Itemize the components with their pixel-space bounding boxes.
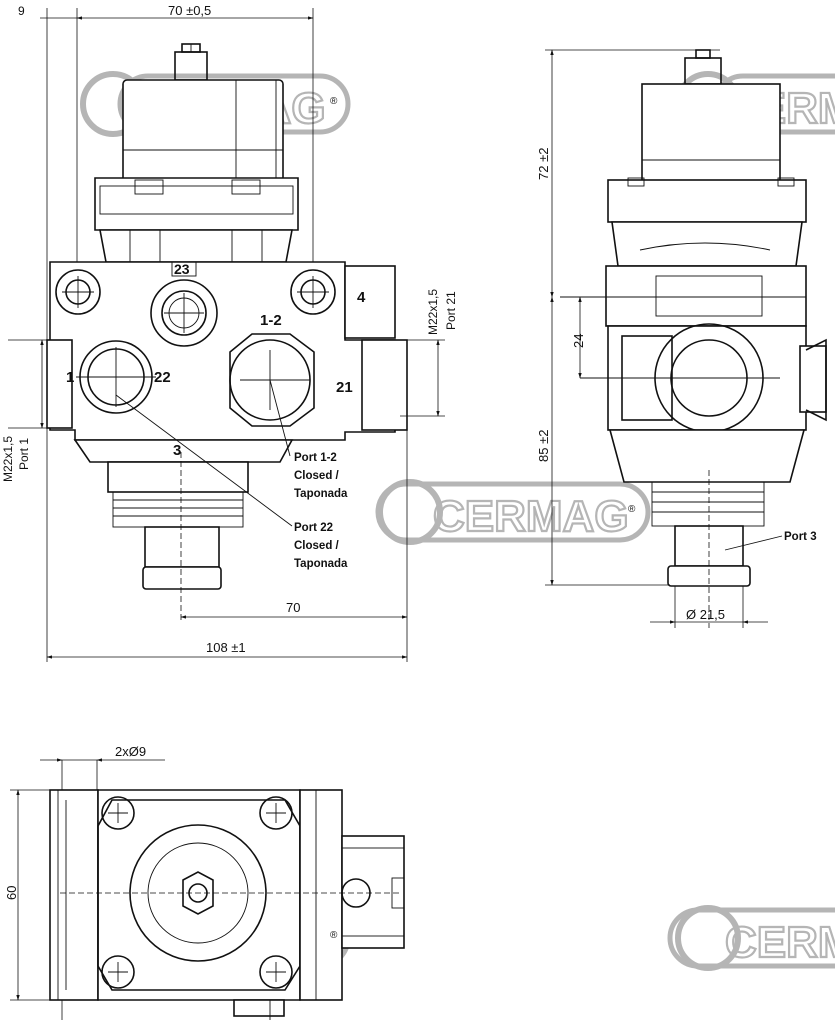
callout-port-22-title: Port 22 [294,522,333,534]
dim-side-mid: 24 [571,334,586,348]
port-label-21: 21 [336,379,353,396]
watermark-logo-bottom-right: CERMAG [667,905,835,971]
svg-text:CERMAG: CERMAG [433,492,629,541]
port-label-22: 22 [154,369,171,386]
callout-port-1-2-closed: Closed / [294,470,340,482]
watermark-logo-center: CERMAG [375,479,651,545]
screw-bottom-left [101,955,135,989]
registered-mark-top: ® [330,96,338,107]
dim-bottom-width: 108 ±1 [206,640,246,655]
registered-mark-bottom: ® [330,930,338,941]
callout-port-22-taponada: Taponada [294,558,348,570]
front-view: 9 70 ±0,5 [1,3,458,662]
side-view: 72 ±2 85 ±2 24 Ø 21,5 Port 3 [536,49,827,628]
port-label-23: 23 [174,261,190,277]
screw-top-right [259,796,293,830]
dim-holes: 2xØ9 [115,744,146,759]
registered-mark-center: ® [628,504,636,515]
screw-bottom-right [259,955,293,989]
port-label-3: 3 [173,442,181,459]
dim-top-width: 70 ±0,5 [168,3,211,18]
dim-side-bottom: 85 ±2 [536,430,551,462]
dim-inner-width: 70 [286,600,300,615]
callout-port-1-2-title: Port 1-2 [294,452,337,464]
port-label-1-2: 1-2 [260,312,282,329]
screw-top-left [101,796,135,830]
port-label-4: 4 [357,289,366,306]
left-port-label: Port 1 [17,438,31,470]
dim-height: 60 [4,886,19,900]
right-port-label: Port 21 [444,291,458,330]
left-thread-label: M22x1,5 [1,436,15,482]
callout-port-1-2-taponada: Taponada [294,488,348,500]
port-3-label: Port 3 [784,531,817,543]
svg-text:CERMAG: CERMAG [725,918,835,967]
dim-top-small: 9 [18,4,25,18]
dim-side-diameter: Ø 21,5 [686,607,725,622]
bottom-view: 2xØ9 60 [4,744,405,1020]
right-thread-label: M22x1,5 [426,289,440,335]
callout-port-22-closed: Closed / [294,540,340,552]
dim-side-top: 72 ±2 [536,148,551,180]
port-label-1: 1 [66,369,74,386]
